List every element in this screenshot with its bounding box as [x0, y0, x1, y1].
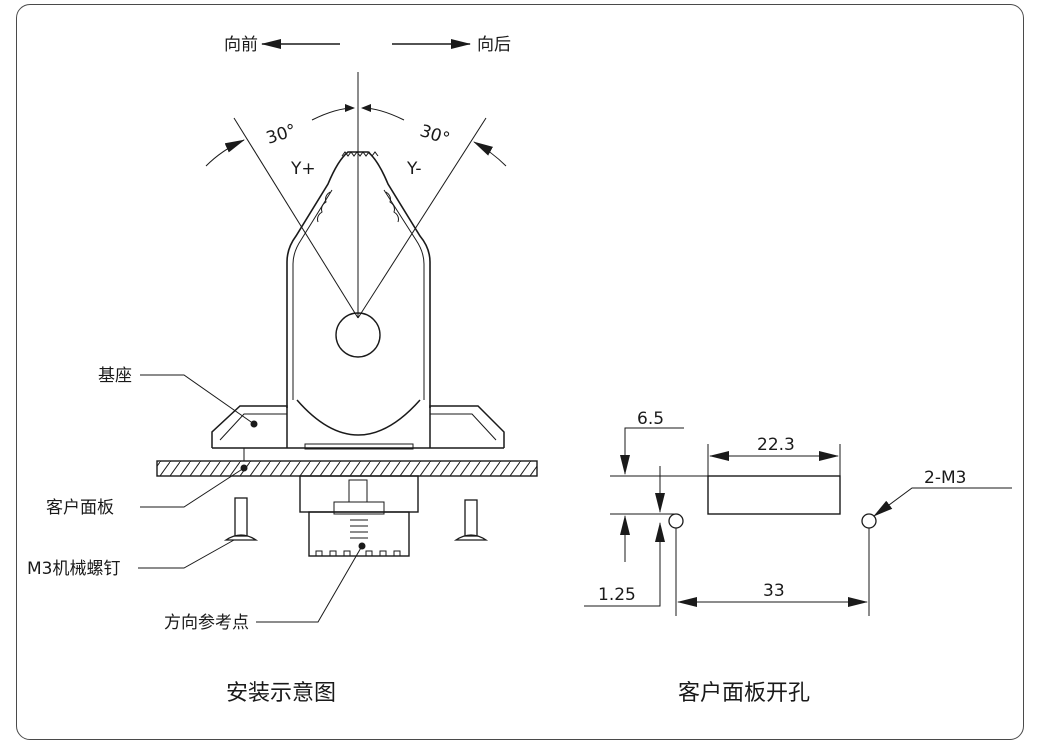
- sensor-drawing: 30° 30° Y+ Y-: [156, 72, 538, 557]
- y-plus-label: Y+: [290, 159, 316, 179]
- angle-right-label: 30°: [417, 121, 452, 149]
- callout-screw: M3机械螺钉: [27, 559, 120, 579]
- dim-1-25: 1.25: [598, 585, 636, 605]
- diagram-frame: [16, 4, 1024, 740]
- caption-installation: 安装示意图: [226, 681, 336, 706]
- callout-base: 基座: [98, 366, 132, 386]
- callouts: 基座 客户面板 M3机械螺钉 方向参考点: [27, 366, 363, 633]
- dim-6-5: 6.5: [637, 409, 664, 429]
- y-minus-label: Y-: [406, 159, 422, 179]
- caption-cutout: 客户面板开孔: [678, 681, 810, 706]
- callout-panel: 客户面板: [46, 498, 114, 518]
- dim-2-m3: 2-M3: [924, 468, 966, 488]
- dim-22-3: 22.3: [757, 435, 795, 455]
- cutout-drawing: 22.3 6.5 1.25 33 2-M3: [584, 409, 1012, 616]
- angle-left-label: 30°: [264, 120, 299, 148]
- dim-33: 33: [763, 581, 785, 601]
- direction-indicator: 向前 向后: [224, 35, 511, 55]
- callout-reference: 方向参考点: [164, 613, 249, 633]
- forward-label: 向前: [224, 35, 258, 55]
- backward-label: 向后: [477, 35, 511, 55]
